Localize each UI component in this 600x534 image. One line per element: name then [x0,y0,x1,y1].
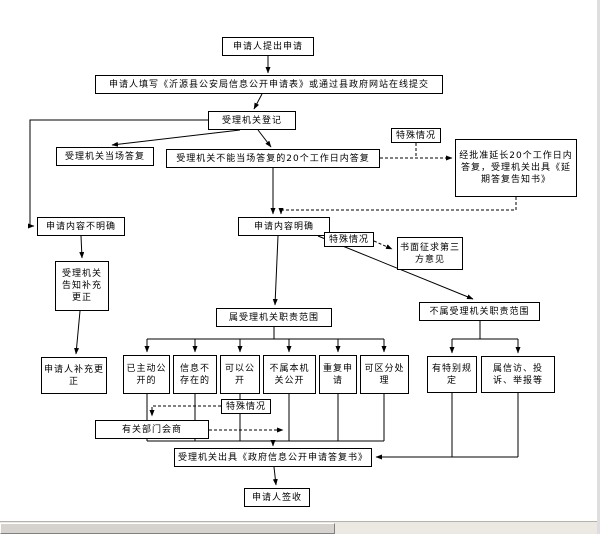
node-register: 受理机关登记 [208,111,296,130]
node-applicant-submit: 申请人提出申请 [222,37,314,56]
node-reply-document: 受理机关出具《政府信息公开申请答复书》 [174,448,372,467]
node-not-onspot-reply: 受理机关不能当场答复的20个工作日内答复 [166,149,380,168]
node-content-unclear: 申请内容不明确 [37,217,125,236]
solid-connectors [28,56,521,486]
node-extension-notice: 经批准延长20个工作日内答复，受理机关出具《延期答复告知书》 [455,139,577,197]
node-applicant-supplement: 申请人补充更正 [41,357,107,394]
node-already-disclosed: 已主动公开的 [123,355,170,394]
horizontal-scrollbar[interactable] [0,521,597,534]
node-onspot-reply: 受理机关当场答复 [56,147,154,166]
node-outside-scope: 不属受理机关职责范围 [419,302,540,321]
node-petition-complaint: 属信访、投诉、举报等 [481,356,555,393]
scrollbar-thumb[interactable] [0,523,335,534]
node-fill-form: 申请人填写《沂源县公安局信息公开申请表》或通过县政府网站在线提交 [95,75,443,94]
node-repeat-application: 重复申请 [319,355,357,394]
node-special-case-2: 特殊情况 [324,232,374,247]
node-third-party-opinion: 书面征求第三方意见 [397,237,463,270]
node-special-case-3: 特殊情况 [221,399,271,414]
node-info-nonexistent: 信息不存在的 [173,355,217,394]
dashed-connectors [149,143,517,433]
node-within-scope: 属受理机关职责范围 [216,308,332,327]
node-department-consultation: 有关部门会商 [95,420,209,439]
node-notify-correction: 受理机关告知补充更正 [55,261,109,311]
node-special-provision: 有特别规定 [427,356,477,393]
node-not-this-authority: 不属本机关公开 [263,355,316,394]
node-separable-handling: 可区分处理 [360,355,409,394]
node-can-disclose: 可以公开 [220,355,260,394]
node-content-clear: 申请内容明确 [238,217,330,236]
node-special-case-1: 特殊情况 [391,128,441,143]
node-applicant-sign: 申请人签收 [244,488,310,507]
